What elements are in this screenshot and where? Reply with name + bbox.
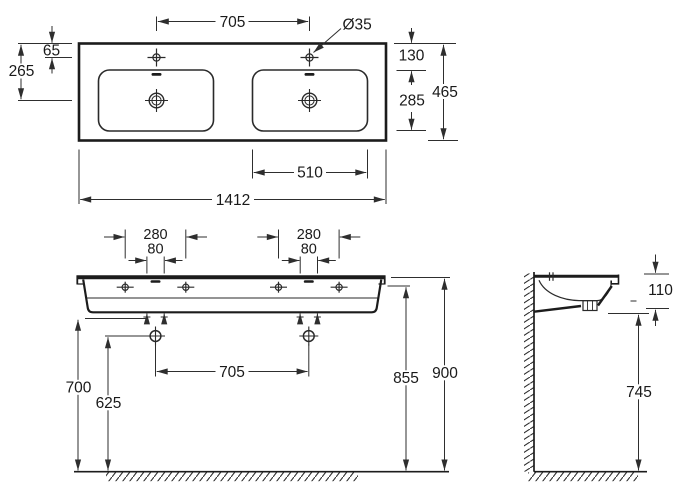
dim-wall-clearance: 745 bbox=[608, 313, 654, 471]
dim-basin-width: 510 bbox=[252, 149, 368, 181]
dim-705-top-label: 705 bbox=[220, 14, 246, 31]
dim-faucet-spacing: 705 bbox=[156, 14, 310, 31]
dim-80-left-label: 80 bbox=[147, 241, 163, 257]
front-left-overflow-slot bbox=[150, 280, 161, 283]
front-view: 280 80 280 80 705 bbox=[63, 227, 460, 482]
dim-underside-height: 700 bbox=[63, 318, 146, 471]
dim-285-label: 285 bbox=[399, 92, 425, 109]
side-bowl-curve bbox=[538, 280, 612, 302]
vanity-top-outline bbox=[77, 42, 388, 142]
plan-view: 705 Ø35 65 265 130 bbox=[7, 14, 460, 209]
side-front-lip bbox=[610, 274, 620, 285]
dim-fixing-right: 280 80 bbox=[257, 227, 361, 274]
dim-900-label: 900 bbox=[432, 365, 458, 382]
dim-465-label: 465 bbox=[432, 84, 458, 101]
dim-fixing-left: 280 80 bbox=[104, 227, 207, 274]
dim-overall-width: 1412 bbox=[78, 149, 387, 209]
dim-510-label: 510 bbox=[297, 164, 323, 181]
front-body-outline bbox=[82, 279, 383, 314]
dim-700-label: 700 bbox=[66, 379, 92, 396]
dim-65-label: 65 bbox=[43, 42, 60, 59]
front-right-overflow-slot bbox=[303, 280, 314, 283]
dim-280-left-label: 280 bbox=[143, 227, 167, 243]
side-underside-front bbox=[597, 285, 613, 307]
left-faucet-hole bbox=[147, 48, 166, 67]
dim-basin-depth: 285 bbox=[396, 71, 426, 131]
side-view: 110 745 bbox=[524, 254, 673, 482]
dim-855-label: 855 bbox=[393, 370, 419, 387]
right-basin-outline bbox=[251, 69, 369, 132]
right-drain-hole bbox=[298, 89, 321, 112]
side-drain bbox=[582, 300, 598, 312]
dim-overall-depth: 465 bbox=[428, 44, 460, 141]
wall-bracket-holes bbox=[146, 326, 319, 346]
dim-back-to-basin: 130 bbox=[394, 28, 456, 71]
right-overflow-slot bbox=[304, 73, 315, 76]
dim-drain-offset: 265 bbox=[7, 44, 72, 101]
dim-625-label: 625 bbox=[96, 395, 122, 412]
dim-faucet-offset: 65 bbox=[18, 26, 72, 74]
dim-705-lower-label: 705 bbox=[219, 364, 245, 381]
dim-745-label: 745 bbox=[626, 384, 652, 401]
callout-hole-diameter: Ø35 bbox=[313, 17, 372, 53]
side-underside-back bbox=[533, 304, 582, 313]
dim-bracket-spacing: 705 bbox=[155, 344, 310, 381]
side-faucet-hole-marks bbox=[548, 272, 554, 281]
front-floor-hatching bbox=[106, 472, 358, 482]
dim-80-right-label: 80 bbox=[301, 241, 317, 257]
underside-bolt-marks bbox=[143, 313, 321, 325]
wall-hatching bbox=[524, 273, 534, 472]
dim-rim-height: 855 bbox=[387, 285, 421, 471]
dim-280-right-label: 280 bbox=[297, 227, 321, 243]
hole-diameter-label: Ø35 bbox=[343, 17, 372, 34]
side-floor-hatching bbox=[528, 472, 638, 482]
dim-130-label: 130 bbox=[399, 48, 425, 65]
left-overflow-slot bbox=[151, 73, 162, 76]
dim-265-label: 265 bbox=[9, 63, 35, 80]
dim-front-edge-height: 110 bbox=[644, 254, 673, 326]
left-basin-outline bbox=[97, 69, 215, 132]
right-faucet-hole bbox=[300, 48, 319, 67]
front-fixing-holes bbox=[116, 281, 348, 293]
dim-bracket-height: 625 bbox=[93, 335, 148, 471]
dim-110-label: 110 bbox=[648, 282, 673, 299]
dim-top-height: 900 bbox=[391, 277, 460, 471]
dim-1412-label: 1412 bbox=[216, 192, 250, 209]
left-drain-hole bbox=[145, 89, 168, 112]
